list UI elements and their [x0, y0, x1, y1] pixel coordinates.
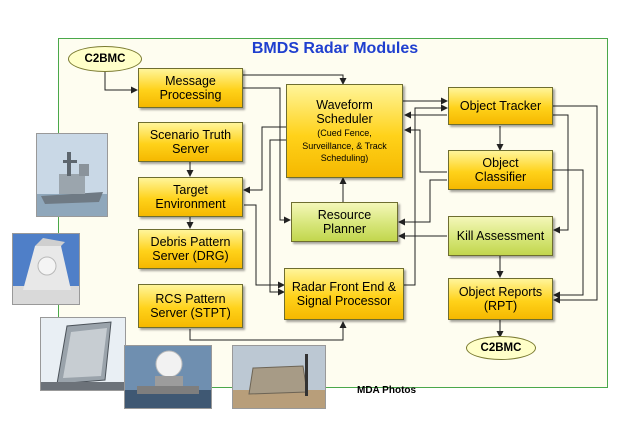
antenna-photo — [40, 317, 126, 391]
debris-pattern-server-box: Debris Pattern Server (DRG) — [138, 229, 243, 269]
waveform-scheduler-box: Waveform Scheduler (Cued Fence, Surveill… — [286, 84, 403, 178]
message-processing-line-1: Message — [165, 74, 216, 88]
arrow-target-to-radar — [244, 204, 285, 289]
waveform-note-2: Surveillance, & Track — [302, 140, 387, 151]
debris-pattern-line-1: Debris Pattern — [150, 235, 231, 249]
antenna-illustration — [41, 318, 125, 390]
waveform-note-3: Scheduling) — [320, 153, 369, 164]
mobile-radar-illustration — [233, 346, 325, 408]
scenario-truth-line-2: Server — [172, 142, 209, 156]
object-reports-line-1: Object Reports — [458, 285, 543, 299]
object-reports-box: Object Reports (RPT) — [448, 278, 553, 320]
arrow-message-to-waveform — [243, 74, 347, 85]
arrow-radar-to-tracker — [404, 104, 448, 286]
object-tracker-line-1: Object Tracker — [459, 99, 542, 113]
radar-building-photo — [12, 233, 80, 305]
target-environment-line-2: Environment — [155, 197, 226, 211]
resource-planner-line-2: Planner — [322, 222, 367, 236]
arrow-rcs-to-radar — [189, 321, 347, 341]
resource-planner-box: Resource Planner — [291, 202, 398, 242]
radar-building-illustration — [13, 234, 79, 304]
waveform-note-1: (Cued Fence, — [317, 128, 372, 139]
target-environment-line-1: Target — [173, 183, 208, 197]
radar-front-end-box: Radar Front End & Signal Processor — [284, 268, 404, 320]
arrow-tracker-to-reports — [553, 105, 598, 304]
arrow-waveform-to-target — [243, 126, 286, 194]
radar-front-end-line-1: Radar Front End & — [291, 280, 397, 294]
arrow-classifier-to-waveform — [404, 126, 447, 173]
rcs-pattern-line-2: Server (STPT) — [150, 306, 231, 320]
object-tracker-box: Object Tracker — [448, 87, 553, 125]
mobile-radar-photo — [232, 345, 326, 409]
rcs-pattern-line-1: RCS Pattern — [155, 292, 226, 306]
arrow-classifier-to-planner — [398, 179, 447, 226]
kill-assessment-line-1: Kill Assessment — [456, 229, 545, 243]
waveform-line-2: Scheduler — [316, 112, 373, 127]
scenario-truth-line-1: Scenario Truth — [149, 128, 232, 142]
message-processing-box: Message Processing — [138, 68, 243, 108]
diagram-title: BMDS Radar Modules — [251, 40, 419, 57]
object-reports-line-2: (RPT) — [483, 299, 518, 313]
radar-front-end-line-2: Signal Processor — [296, 294, 392, 308]
object-classifier-box: Object Classifier — [448, 150, 553, 190]
sea-radar-photo — [124, 345, 212, 409]
resource-planner-line-1: Resource — [317, 208, 372, 222]
rcs-pattern-server-box: RCS Pattern Server (STPT) — [138, 284, 243, 328]
c2bmc-oval-bottom: C2BMC — [466, 336, 536, 360]
ship-photo — [36, 133, 108, 217]
sea-radar-illustration — [125, 346, 211, 408]
scenario-truth-server-box: Scenario Truth Server — [138, 122, 243, 162]
c2bmc-oval-top: C2BMC — [68, 46, 142, 72]
ship-illustration — [37, 134, 107, 216]
kill-assessment-box: Kill Assessment — [448, 216, 553, 256]
debris-pattern-line-2: Server (DRG) — [152, 249, 229, 263]
arrow-c2bmc-to-message — [104, 70, 138, 94]
target-environment-box: Target Environment — [138, 177, 243, 217]
arrow-tracker-to-kill — [553, 114, 569, 234]
object-classifier-line-2: Classifier — [474, 170, 527, 184]
arrow-message-to-planner — [243, 87, 291, 224]
object-classifier-line-1: Object — [482, 156, 519, 170]
photo-caption: MDA Photos — [357, 385, 417, 396]
arrow-waveform-to-radar — [269, 139, 286, 296]
message-processing-line-2: Processing — [159, 88, 222, 102]
waveform-line-1: Waveform — [316, 98, 373, 113]
